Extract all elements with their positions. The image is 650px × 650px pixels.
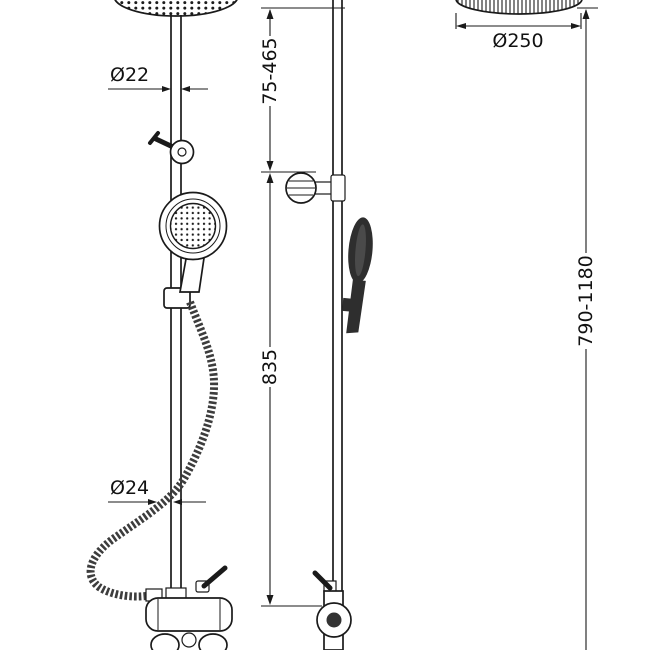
hand-shower-side: [342, 217, 373, 334]
arrow-up: [582, 9, 590, 19]
column-dimensions: 75-465 835: [259, 7, 345, 607]
arrow-down-bottom: [266, 595, 274, 605]
diverter-lever: [153, 136, 176, 150]
pipe-clamp: [330, 174, 346, 202]
mixer-side: [312, 570, 352, 650]
front-view: Ø22 Ø24: [86, 0, 238, 650]
dim-arrow-left: [148, 499, 157, 505]
rain-head-front: [114, 0, 238, 17]
mixer-side-knob-center: [326, 612, 342, 628]
dim-line: [455, 13, 582, 29]
supply-connector-right: [198, 633, 228, 650]
rain-head-profile: [455, 0, 583, 15]
mixer-body: [145, 597, 233, 632]
dim-arrow-right: [181, 86, 190, 92]
supply-connector-left: [150, 633, 180, 650]
arrow-up-top: [266, 9, 274, 19]
dim-head-diameter: Ø250: [455, 13, 582, 52]
riser-pipe-side: [332, 0, 343, 650]
hand-shower-ring: [165, 198, 221, 254]
mixer-front: [145, 565, 233, 650]
diverter-valve: [148, 131, 195, 165]
hand-shower-handle: [178, 257, 205, 293]
shower-hose: [86, 300, 219, 601]
hand-shower-face: [169, 202, 217, 250]
hand-shower-highlight: [355, 224, 366, 277]
arrow-up-mid: [266, 173, 274, 183]
dim-label-hose-diameter: Ø24: [110, 477, 149, 499]
knob-knurling: [287, 180, 315, 196]
arrow-down-mid: [266, 161, 274, 171]
dim-pipe-diameter: Ø22: [108, 64, 208, 92]
dim-label-upper-range: 75-465: [259, 37, 281, 104]
hand-shower-handle-side: [346, 279, 366, 334]
dim-arrow-left: [162, 86, 171, 92]
dim-hose-diameter: Ø24: [108, 477, 206, 505]
extension-lines: [261, 7, 345, 607]
diverter-knob-side: [285, 172, 346, 204]
dim-label-column-length: 835: [259, 349, 281, 385]
slider-bracket: [163, 287, 191, 309]
diverter-axis: [177, 147, 187, 157]
dim-arrow-left: [456, 23, 466, 29]
mixer-body-seams: [157, 599, 221, 630]
dim-label-pipe-diameter: Ø22: [110, 64, 149, 86]
head-profile-view: Ø250 790-1180: [455, 0, 598, 650]
dim-arrow-right: [173, 499, 182, 505]
mixer-lever: [201, 565, 228, 589]
dim-overall-height: 790-1180: [575, 7, 598, 650]
dim-arrow-right: [571, 23, 581, 29]
mixer-side-lever: [312, 570, 333, 591]
mixer-outlet: [181, 632, 197, 648]
hand-shower-front: [158, 191, 228, 309]
diverter-lever-tip: [148, 131, 160, 145]
side-view: 75-465 835: [259, 0, 373, 650]
dim-label-head-diameter: Ø250: [492, 30, 543, 52]
dim-label-overall-height: 790-1180: [575, 255, 597, 346]
